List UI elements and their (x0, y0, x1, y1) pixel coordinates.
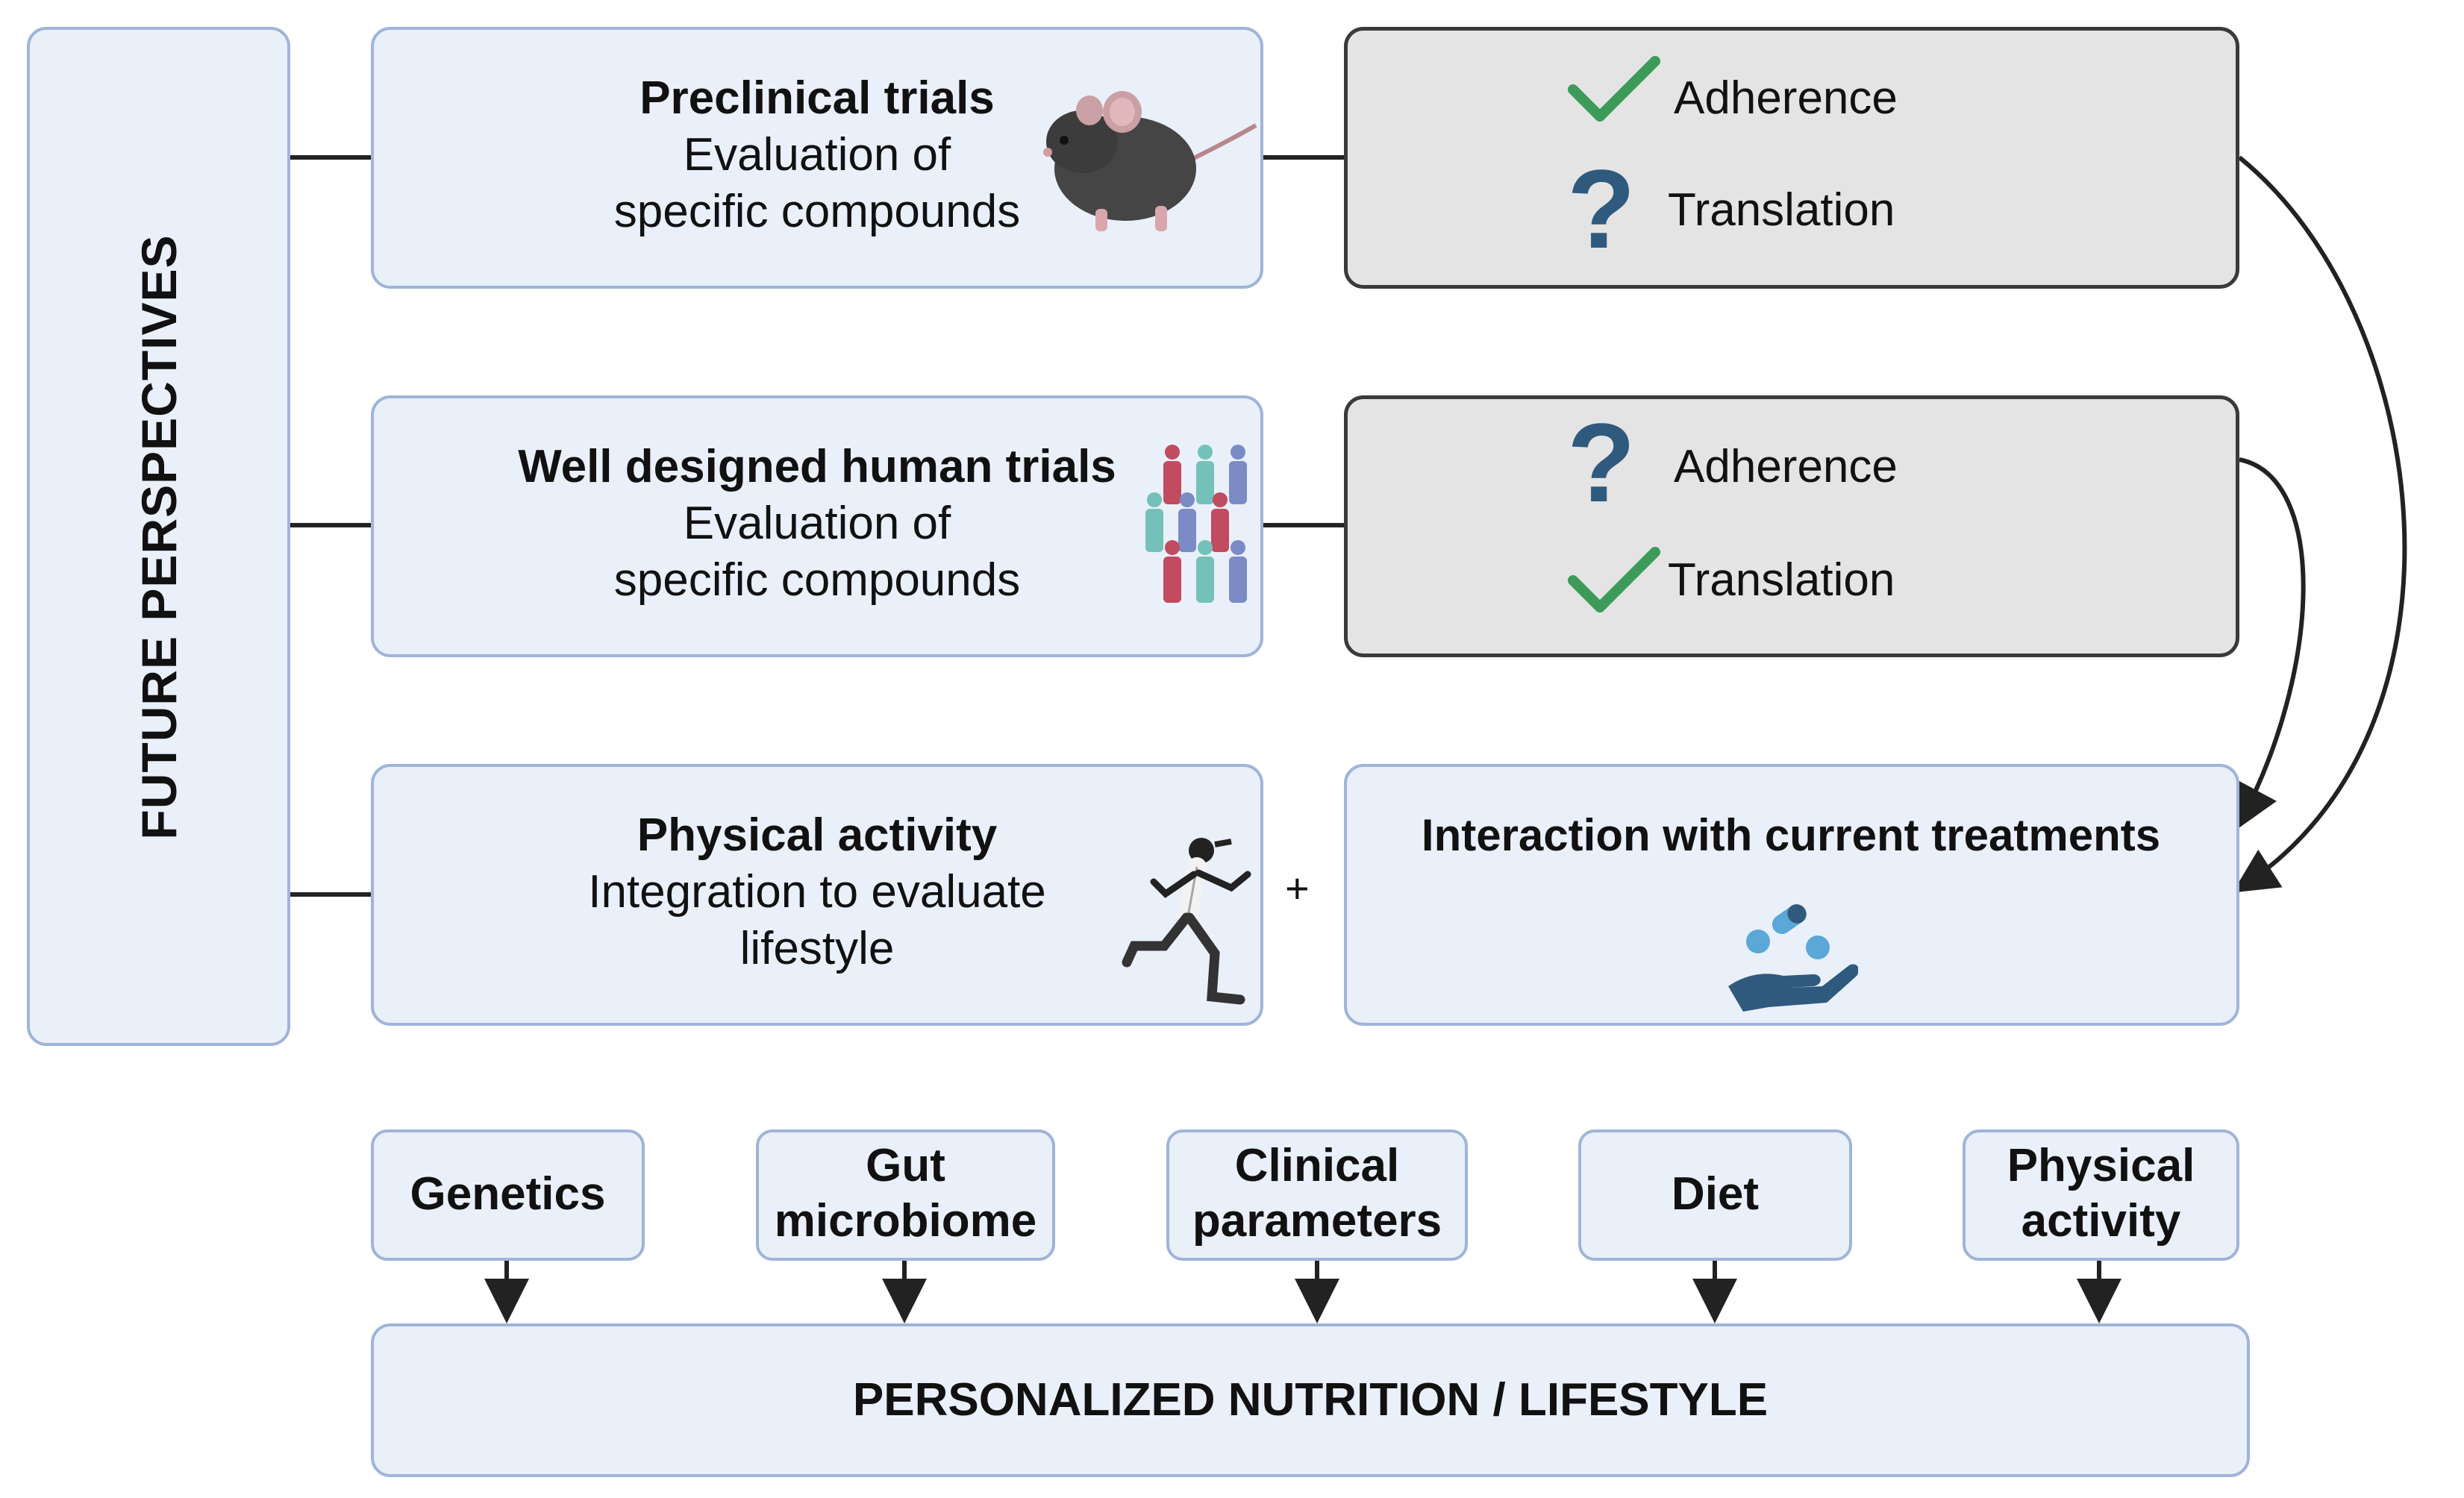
outcome-box (371, 1323, 2250, 1477)
human-trials-line1: Evaluation of (683, 498, 951, 549)
preclinical-trials-line1: Evaluation of (683, 129, 951, 181)
arrow-row2-to-treatments (2236, 457, 2306, 830)
preclinical-trials-text: Preclinical trials Evaluation of specifi… (522, 70, 1112, 240)
plus-sign: + (1285, 865, 1310, 912)
question-icon: ? (1567, 146, 1636, 272)
human-trials-text: Well designed human trials Evaluation of… (507, 439, 1127, 609)
preclinical-trials-line2: specific compounds (613, 186, 1021, 237)
physical-activity-text: Physical activity Integration to evaluat… (522, 807, 1112, 977)
factor-clinical-parameters (1166, 1129, 1468, 1261)
check-icon (1568, 56, 1660, 122)
factor-gut-microbiome (756, 1129, 1055, 1261)
assessment-1-translation: Translation (1668, 184, 1895, 236)
human-trials-line2: specific compounds (613, 554, 1021, 606)
runner-icon (1122, 838, 1251, 1005)
factor-diet (1578, 1129, 1852, 1261)
physical-activity-line2: lifestyle (739, 923, 895, 974)
factor-gut-microbiome-label: Gut microbiome (774, 1140, 1037, 1247)
assessment-1-adherence: Adherence (1674, 72, 1898, 124)
factor-physical-activity (1963, 1129, 2239, 1261)
assessment-box-1 (1344, 27, 2239, 289)
outcome-label: PERSONALIZED NUTRITION / LIFESTYLE (852, 1374, 1769, 1426)
human-trials-box (371, 395, 1263, 657)
factor-genetics-label: Genetics (410, 1168, 606, 1220)
question-icon: ? (1567, 400, 1636, 525)
check-icon (1568, 547, 1660, 612)
assessment-2-translation: Translation (1668, 554, 1895, 606)
treatments-title: Interaction with current treatments (1421, 810, 2161, 860)
future-perspectives-panel (27, 27, 290, 1046)
factor-genetics (371, 1129, 645, 1261)
factor-diet-label: Diet (1671, 1168, 1760, 1220)
physical-activity-line1: Integration to evaluate (588, 866, 1046, 918)
preclinical-trials-title: Preclinical trials (640, 72, 995, 124)
hand-pills-icon (1728, 904, 1858, 1012)
arrow-row1-to-treatments (2232, 155, 2407, 893)
human-trials-title: Well designed human trials (518, 441, 1116, 492)
physical-activity-box (371, 764, 1263, 1026)
factor-clinical-parameters-label: Clinical parameters (1192, 1140, 1442, 1247)
future-perspectives-title: FUTURE PERSPECTIVES (131, 234, 187, 840)
physical-activity-title: Physical activity (637, 809, 998, 861)
assessment-box-2 (1344, 395, 2239, 657)
people-group-icon (1145, 445, 1247, 603)
factor-physical-activity-label: Physical activity (2007, 1140, 2195, 1247)
assessment-2-adherence: Adherence (1674, 441, 1898, 492)
mouse-icon (1043, 91, 1257, 231)
